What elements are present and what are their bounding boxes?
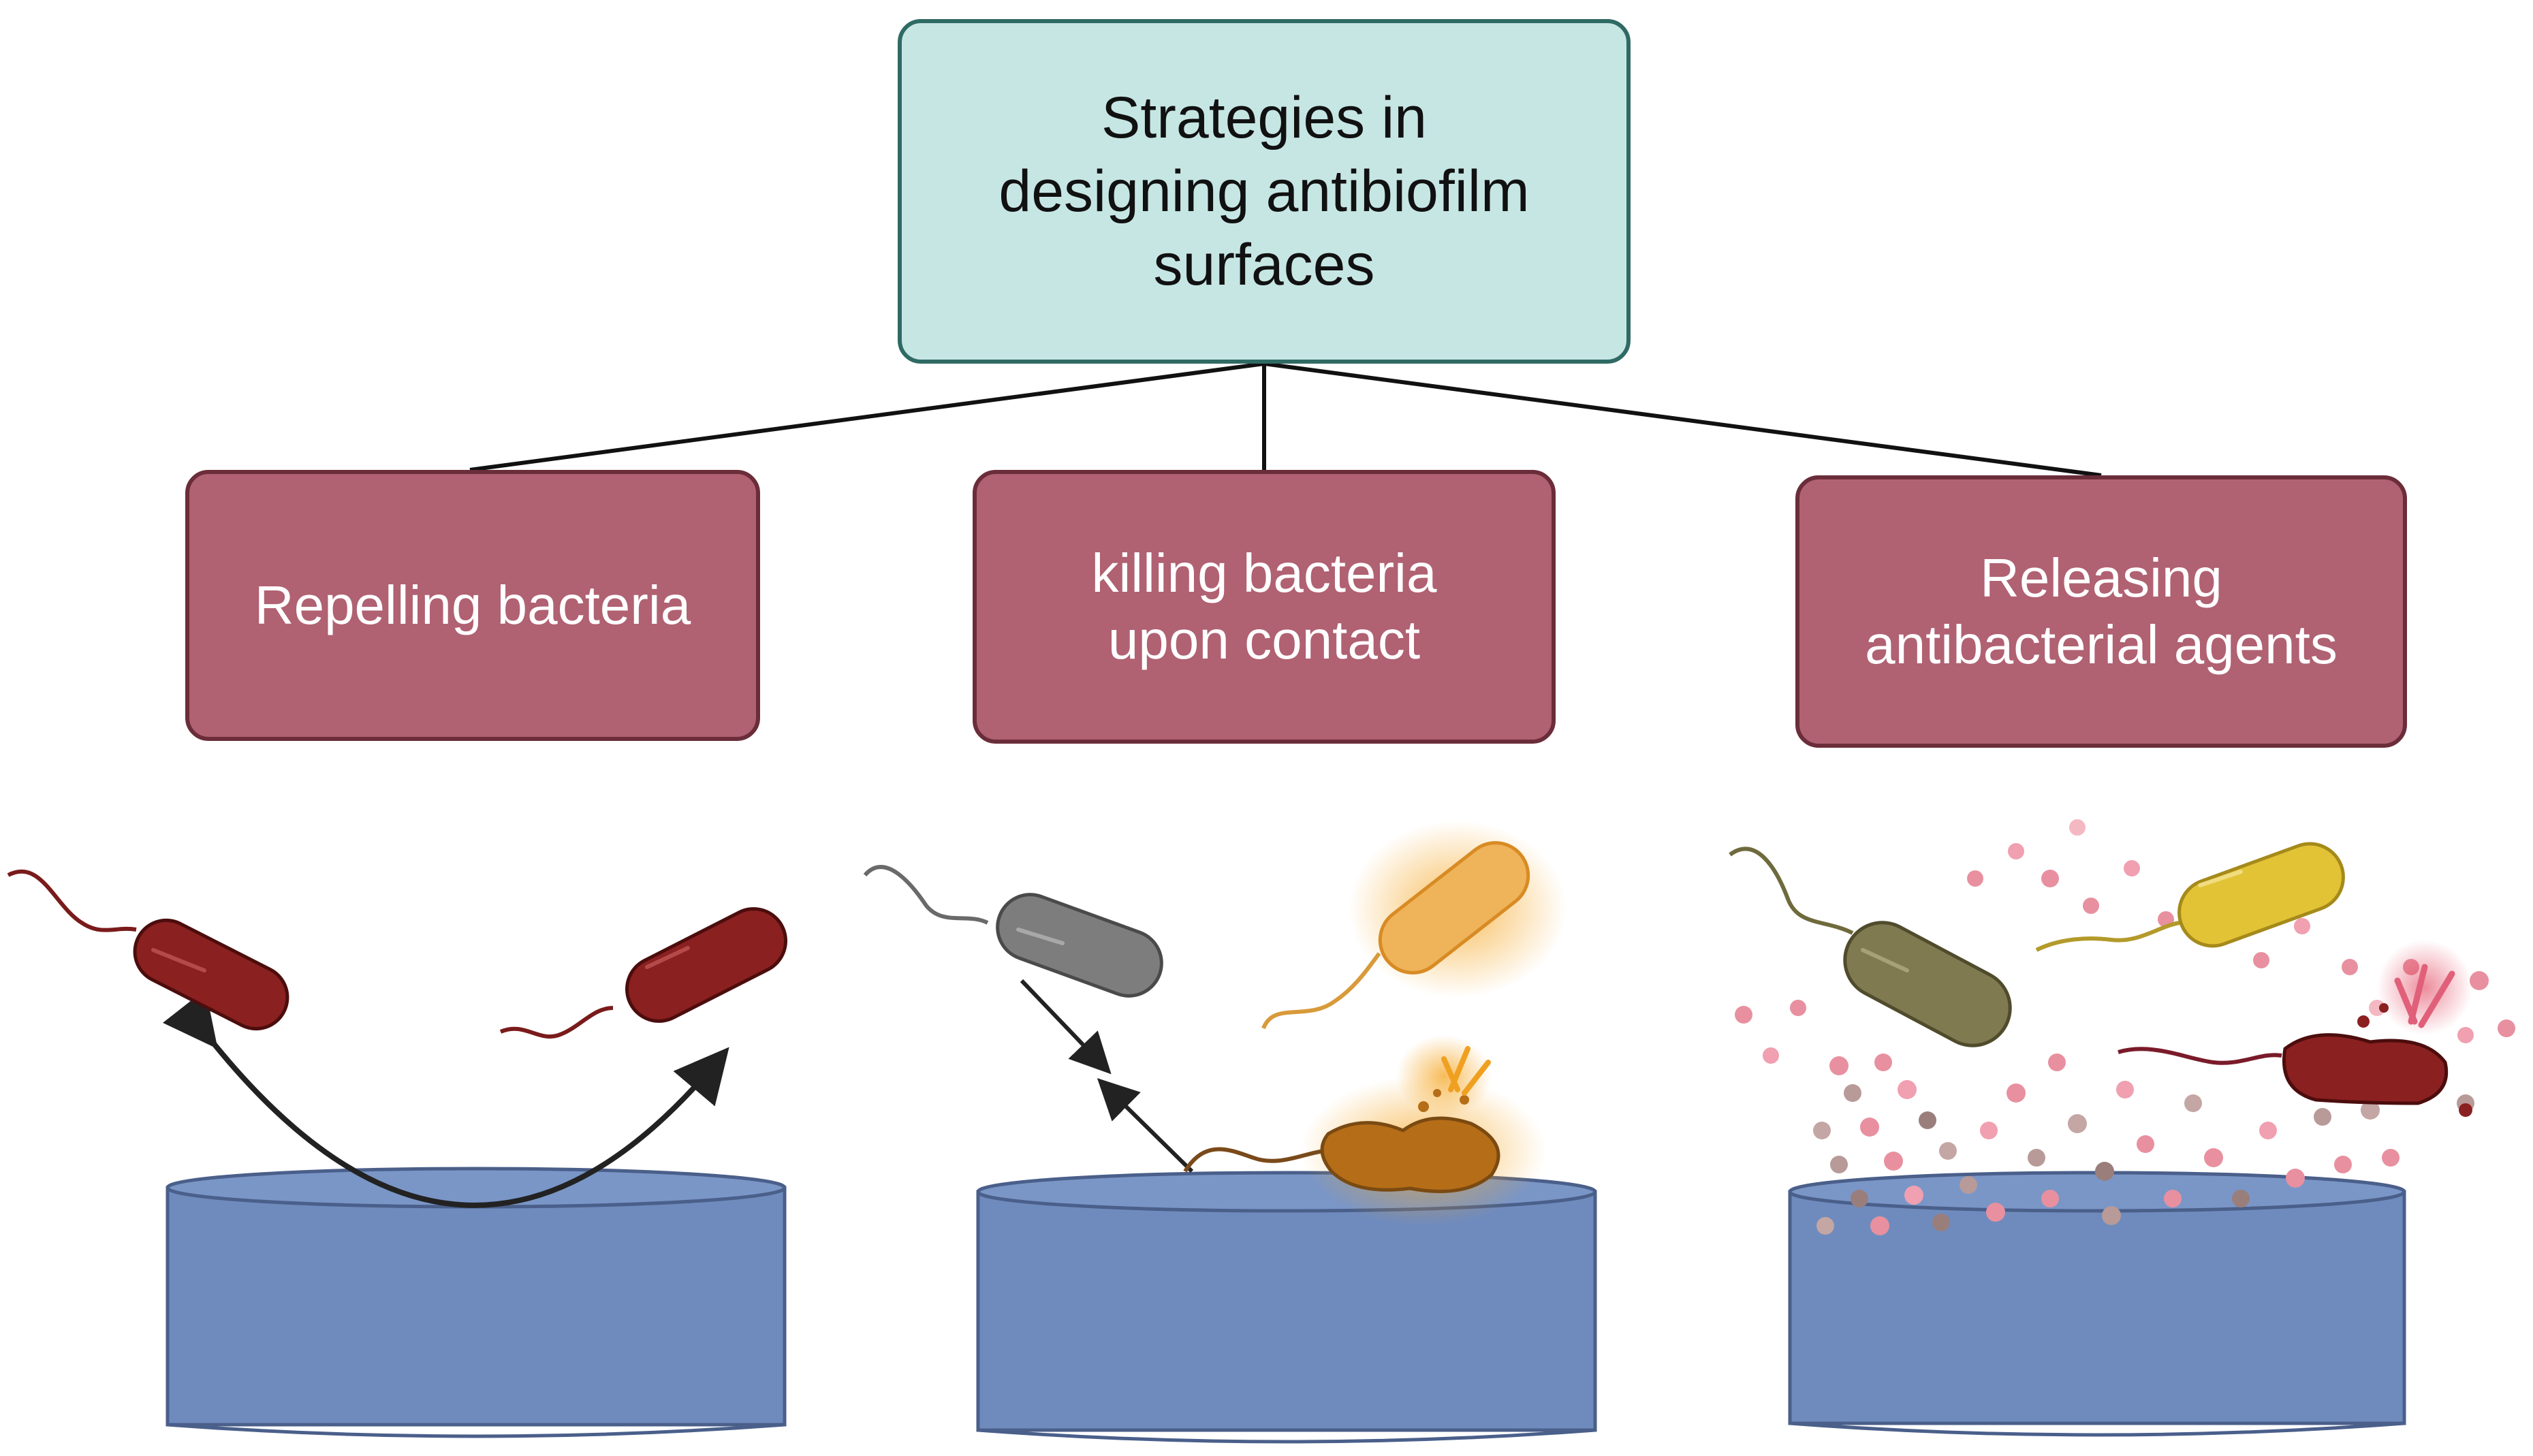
bacterium-dying-contact (1183, 1035, 1546, 1226)
bacterium-red-left (7, 869, 289, 1031)
connector-line-repel (469, 362, 1265, 472)
surface-repel (166, 1167, 787, 1438)
strategy-box-repelling: Repelling bacteria (185, 470, 760, 741)
bacterium-olive (1729, 846, 2012, 1047)
bacterium-orange-glowing (1261, 821, 1567, 1030)
repel-arrow (162, 989, 729, 1208)
strategy-box-releasing: Releasing antibacterial agents (1795, 475, 2407, 748)
root-title: Strategies in designing antibiofilm surf… (998, 85, 1530, 298)
tree-connectors (469, 362, 2102, 477)
bacterium-red-right (499, 907, 787, 1039)
connector-line-release (1263, 362, 2102, 477)
surface-kill (976, 1171, 1597, 1444)
root-strategy-box: Strategies in designing antibiofilm surf… (898, 19, 1631, 364)
strategy-label-releasing: Releasing antibacterial agents (1865, 548, 2338, 675)
strategy-label-repelling: Repelling bacteria (254, 575, 691, 635)
surface-release (1788, 1171, 2406, 1437)
contact-arrows (1020, 979, 1194, 1173)
bacterium-gray (863, 865, 1163, 998)
strategy-box-killing: killing bacteria upon contact (973, 470, 1556, 744)
strategy-label-killing: killing bacteria upon contact (1091, 543, 1437, 670)
bacterium-dying-released (2118, 940, 2472, 1117)
bacterium-yellow (2035, 842, 2345, 952)
